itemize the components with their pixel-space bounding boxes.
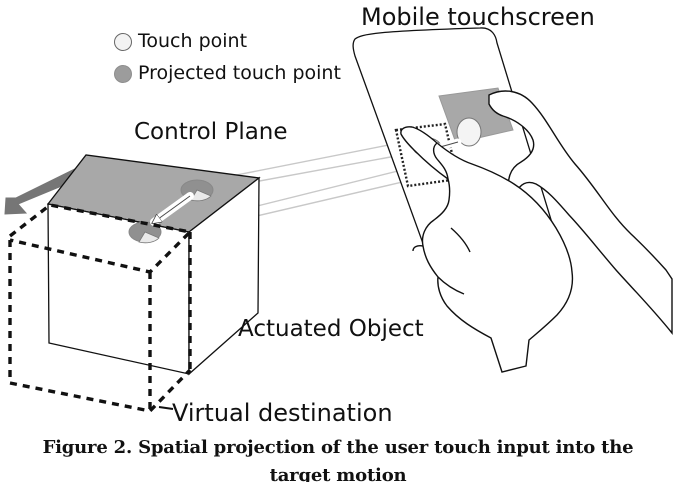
actuated-object-cube bbox=[46, 154, 261, 376]
control-plane-label: Control Plane bbox=[134, 119, 288, 145]
touch-point-legend: Touch point bbox=[114, 32, 247, 51]
projected-touch-point-legend-icon bbox=[114, 64, 132, 83]
user-hands bbox=[400, 90, 673, 373]
projected-touch-point-legend: Projected touch point bbox=[114, 64, 341, 83]
touch-point-legend-icon bbox=[114, 32, 132, 51]
figure-caption: Figure 2. Spatial projection of the user… bbox=[0, 434, 676, 482]
figure-caption-line-1: Figure 2. Spatial projection of the user… bbox=[42, 437, 634, 458]
touch-point-legend-label: Touch point bbox=[138, 30, 248, 52]
actuated-object-label: Actuated Object bbox=[238, 316, 424, 342]
virtual-destination-leader bbox=[158, 406, 174, 410]
virtual-destination-cube bbox=[8, 203, 194, 413]
mobile-touchscreen-label: Mobile touchscreen bbox=[361, 3, 595, 31]
cube-touch-points bbox=[128, 179, 214, 244]
projected-touch-point-legend-label: Projected touch point bbox=[138, 62, 341, 84]
figure-caption-line-2: target motion bbox=[269, 465, 407, 482]
virtual-destination-label: Virtual destination bbox=[172, 399, 393, 427]
